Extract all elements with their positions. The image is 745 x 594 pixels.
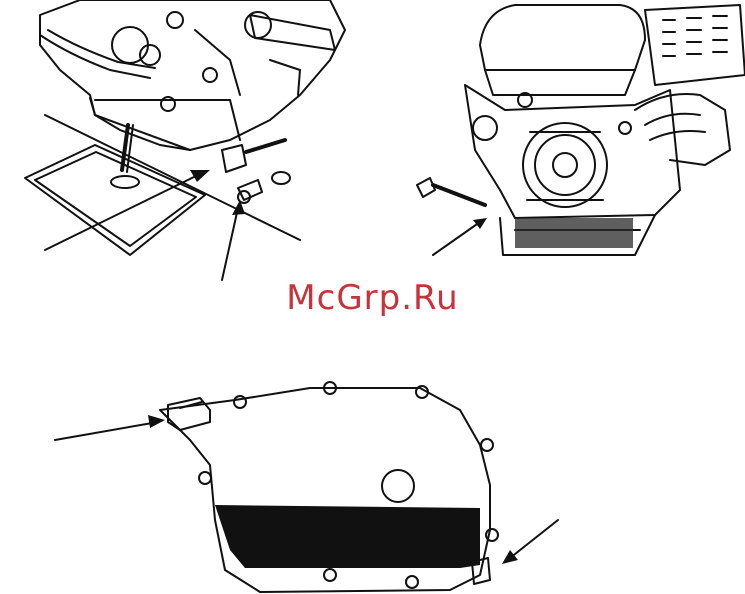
engine-drain-pan-illustration <box>0 0 350 300</box>
watermark-text: McGrp.Ru <box>0 278 745 318</box>
crankcase-cover-oil-level-illustration <box>40 370 580 594</box>
engine-front-drain-plug-illustration <box>405 0 745 275</box>
